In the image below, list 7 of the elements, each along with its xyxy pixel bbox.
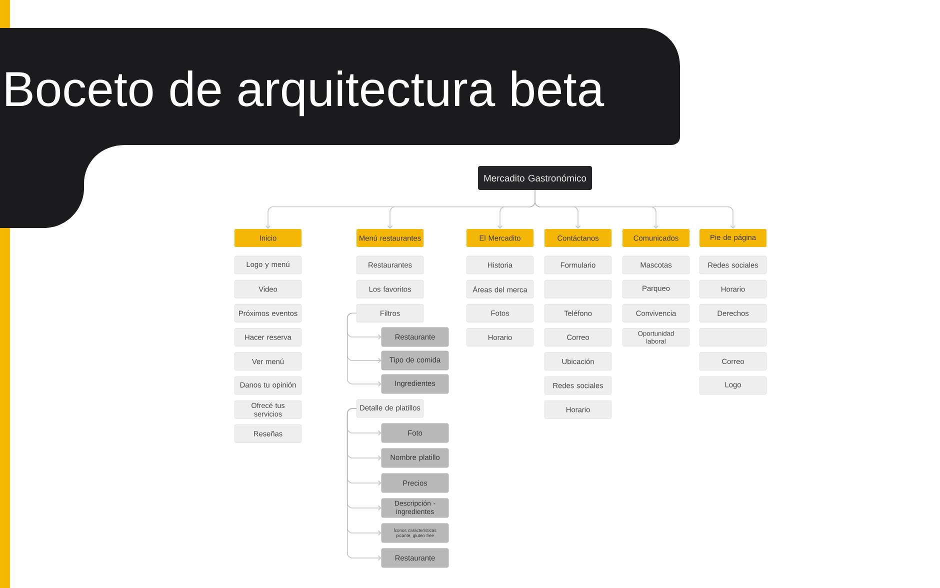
arrow	[346, 312, 382, 387]
blank-box	[699, 328, 767, 346]
arrow	[534, 190, 736, 229]
title: Boceto de arquitectura beta	[6, 70, 604, 116]
blank-box	[544, 280, 612, 298]
arrow	[346, 408, 382, 561]
root-box: Mercadito Gastronómico	[478, 166, 592, 190]
